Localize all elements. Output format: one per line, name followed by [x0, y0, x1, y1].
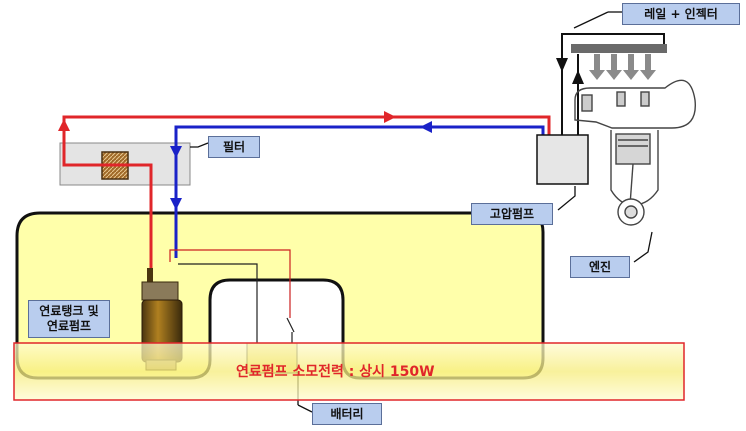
power-consumption-text: 연료펌프 소모전력 : 상시 150W — [236, 364, 435, 380]
battery-leader-2 — [297, 404, 313, 413]
battery-label: 배터리 — [312, 403, 382, 425]
injector-arrow-2 — [606, 54, 622, 80]
return-arrow-down-1 — [170, 146, 182, 158]
return-arrow-down-2 — [170, 198, 182, 210]
injector-arrow-4 — [640, 54, 656, 80]
return-arrow-left — [420, 121, 432, 133]
engine — [574, 79, 696, 226]
hp-arrow-up — [572, 70, 584, 84]
injector-arrow-3 — [623, 54, 639, 80]
high-pressure-pump-label: 고압펌프 — [471, 203, 553, 225]
supply-line — [62, 115, 551, 270]
filter-label: 필터 — [208, 136, 260, 158]
fuel-tank-pump-label-line2: 연료펌프 — [46, 319, 92, 333]
pump-wire-black — [178, 263, 258, 350]
injector-arrow-1 — [589, 54, 605, 80]
supply-arrow-right — [384, 111, 396, 123]
pump-wire-red — [169, 249, 291, 318]
high-pressure-pump — [536, 134, 589, 185]
pump-stem — [147, 268, 153, 282]
power-band — [13, 342, 685, 401]
return-line — [174, 125, 545, 258]
fuel-tank-pump-label-line1: 연료탱크 및 — [39, 304, 99, 318]
wire-switch — [286, 317, 295, 333]
supply-arrow-up — [58, 119, 70, 131]
rail-leader — [573, 11, 609, 29]
filter-leader — [190, 142, 209, 148]
engine-leader — [633, 231, 653, 263]
rail-top-line — [561, 33, 665, 44]
hp-arrow-down — [556, 58, 568, 72]
hp-leader — [557, 186, 576, 211]
fuel-tank-pump-label: 연료탱크 및 연료펌프 — [28, 300, 110, 338]
rail-injector-label: 레일 + 인젝터 — [622, 3, 740, 25]
fuel-rail — [571, 44, 667, 53]
engine-label: 엔진 — [570, 256, 630, 278]
pump-top — [141, 281, 179, 301]
